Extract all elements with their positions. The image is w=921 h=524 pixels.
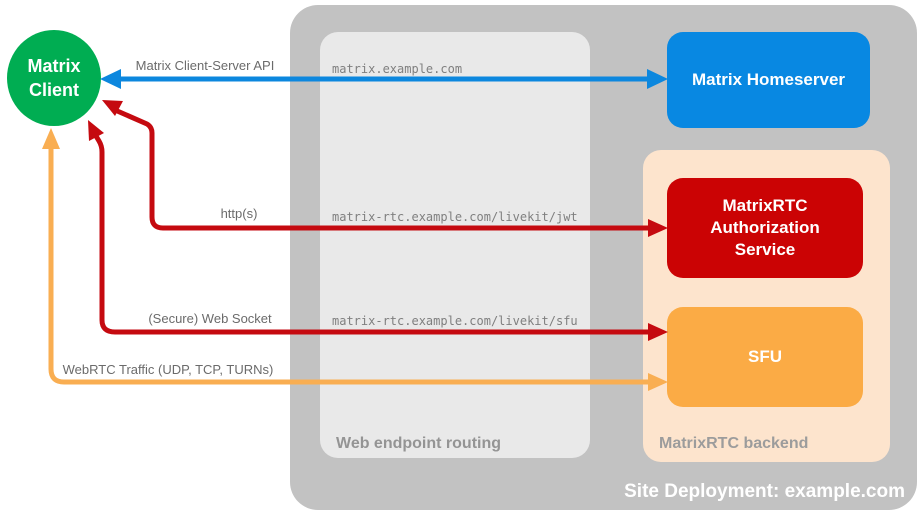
web-endpoint-routing-caption: Web endpoint routing [336,435,502,452]
websocket-arrow-label: (Secure) Web Socket [148,311,272,326]
matrixrtc-authorization-service-label: MatrixRTC Authorization Service [710,195,820,260]
http-arrow-label: http(s) [220,206,258,221]
matrixrtc-backend-caption: MatrixRTC backend [659,435,809,452]
matrix-homeserver-node: Matrix Homeserver [667,32,870,128]
client-server-api-arrowhead-left [100,69,121,89]
matrix-client-node: Matrix Client [7,30,101,126]
websocket-arrowhead-client [88,120,104,141]
webrtc-arrow-label: WebRTC Traffic (UDP, TCP, TURNs) [62,362,274,377]
webrtc-arrowhead-client [42,128,60,149]
client-server-api-arrow-label: Matrix Client-Server API [135,58,275,73]
sfu-label: SFU [748,346,782,366]
matrixrtc-authorization-service-node: MatrixRTC Authorization Service [667,178,863,278]
endpoint-livekit-sfu-url: matrix-rtc.example.com/livekit/sfu [332,314,578,328]
site-deployment-caption: Site Deployment: example.com [624,481,905,502]
sfu-node: SFU [667,307,863,407]
http-arrowhead-client [102,100,123,116]
matrix-homeserver-label: Matrix Homeserver [691,69,846,89]
matrix-client-label: Matrix Client [27,55,81,100]
web-endpoint-routing-box [320,32,590,458]
endpoint-livekit-jwt-url: matrix-rtc.example.com/livekit/jwt [332,210,578,224]
endpoint-homeserver-url: matrix.example.com [332,62,463,76]
